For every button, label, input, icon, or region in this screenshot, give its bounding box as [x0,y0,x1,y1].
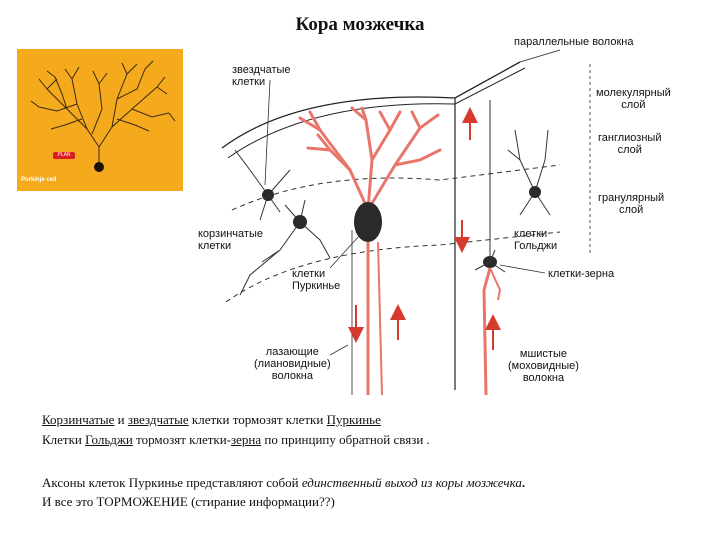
ganglionic-boundary [231,164,561,211]
purkinje-photo-inset: PLAN Purkinje cell [17,49,183,191]
pointer-granule [499,264,546,274]
pointer-parallel [519,49,561,63]
label-climbing-fibers: лазающие(лиановидные)волокна [254,346,331,382]
caption-line-2: Клетки Гольджи тормозят клетки-зерна по … [42,432,430,447]
mossy-fiber [482,267,492,396]
basket-cell [239,199,331,296]
inset-badge: PLAN [53,152,75,159]
purkinje-soma [354,202,382,242]
purkinje-drawing [30,60,176,172]
pointer-stellate [264,79,271,186]
stellate-cell [234,149,291,221]
purkinje-axon-2 [377,241,383,396]
page-title: Кора мозжечка [295,14,425,35]
caption-line-1: Корзинчатые и звездчатые клетки тормозят… [42,412,381,427]
golgi-cell [507,129,551,216]
label-mossy-fibers: мшистые(моховидные)волокна [508,348,579,384]
caption-line-4: И все это ТОРМОЖЕНИЕ (стирание информаци… [42,494,335,509]
label-parallel-fibers: параллельные волокна [514,36,634,48]
cortex-surface [221,61,521,149]
pointer-climbing [329,344,349,356]
cortex-surface-inner [227,67,526,159]
caption-line-3: Аксоны клеток Пуркинье представляют собо… [42,475,526,490]
mossy-fiber-branch [489,267,502,301]
label-granule-cells: клетки-зерна [548,268,615,280]
pointer-purkinje [329,234,361,269]
purkinje-dendrites [298,106,442,212]
inset-label: Purkinje cell [21,177,57,183]
